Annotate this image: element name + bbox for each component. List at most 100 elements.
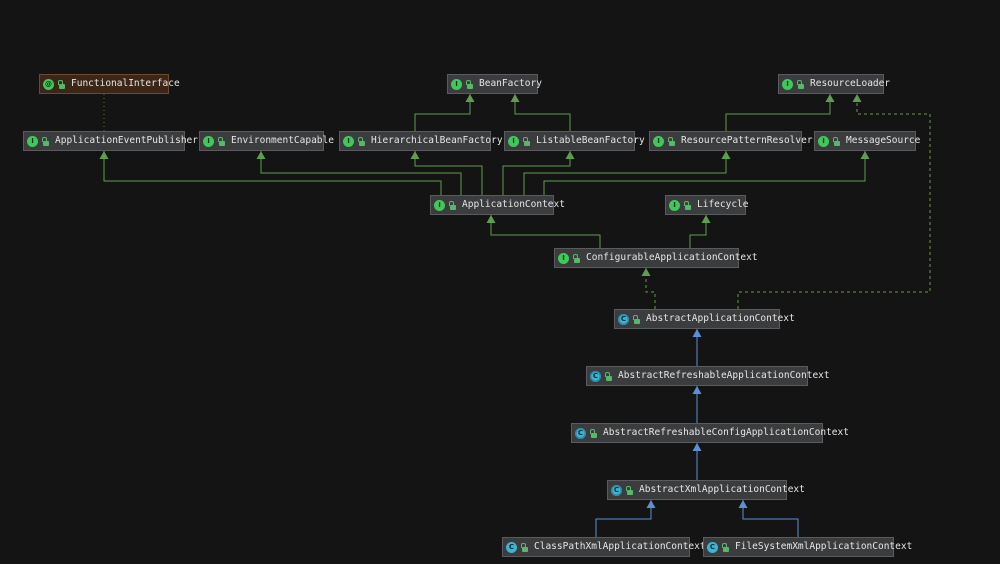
edge-hierarchical-bean-factory-to-bean-factory	[414, 94, 475, 131]
edge-line	[490, 215, 601, 248]
edge-resource-pattern-resolver-to-resource-loader	[725, 94, 835, 131]
node-resource-pattern-resolver[interactable]: I ResourcePatternResolver	[649, 131, 813, 151]
edge-arrowhead	[465, 94, 475, 102]
edge-arrowhead	[565, 151, 575, 159]
edge-abstract-refreshable-application-context-to-abstract-application-context	[692, 329, 702, 366]
public-lock-icon	[572, 253, 580, 263]
edge-arrowhead	[692, 443, 702, 451]
edge-arrowhead	[256, 151, 266, 159]
interface-kind-icon: I	[558, 252, 569, 264]
public-lock-icon	[721, 542, 729, 552]
edge-arrowhead	[852, 94, 862, 102]
edge-line	[260, 151, 462, 195]
node-label: Lifecycle	[697, 199, 749, 210]
public-lock-icon	[57, 79, 65, 89]
edge-abstract-application-context-to-resource-loader	[737, 94, 931, 309]
interface-kind-icon: I	[451, 78, 462, 90]
public-lock-icon	[522, 136, 530, 146]
node-listable-bean-factory[interactable]: I ListableBeanFactory	[504, 131, 645, 151]
edge-arrowhead	[486, 215, 496, 223]
edge-configurable-application-context-to-application-context	[486, 215, 601, 248]
class-kind-icon: C	[506, 541, 517, 553]
edge-line	[725, 94, 831, 131]
public-lock-icon	[625, 485, 633, 495]
edge-arrowhead	[99, 151, 109, 159]
edge-arrowhead	[510, 94, 520, 102]
node-label: AbstractXmlApplicationContext	[639, 484, 805, 495]
node-label: ClassPathXmlApplicationContext	[534, 541, 706, 552]
public-lock-icon	[217, 136, 225, 146]
class-kind-icon: C	[707, 541, 718, 553]
node-environment-capable[interactable]: I EnvironmentCapable	[199, 131, 334, 151]
abstract-kind-icon: C	[590, 370, 601, 382]
edge-arrowhead	[701, 215, 711, 223]
edge-line	[523, 151, 727, 195]
edge-configurable-application-context-to-lifecycle	[689, 215, 711, 248]
interface-kind-icon: I	[653, 135, 664, 147]
node-label: FileSystemXmlApplicationContext	[735, 541, 913, 552]
node-label: ApplicationContext	[462, 199, 565, 210]
node-label: AbstractApplicationContext	[646, 313, 795, 324]
edge-listable-bean-factory-to-bean-factory	[510, 94, 571, 131]
edge-abstract-xml-application-context-to-abstract-refreshable-config-application-context	[692, 443, 702, 480]
edge-arrowhead	[860, 151, 870, 159]
edge-line	[514, 94, 571, 131]
edge-arrowhead	[641, 268, 651, 276]
edge-line	[103, 151, 442, 195]
node-class-path-xml-application-context[interactable]: C ClassPathXmlApplicationContext	[502, 537, 706, 557]
node-label: EnvironmentCapable	[231, 135, 334, 146]
edge-arrowhead	[692, 329, 702, 337]
interface-kind-icon: I	[434, 199, 445, 211]
edge-application-context-to-listable-bean-factory	[502, 151, 575, 195]
node-label: FunctionalInterface	[71, 78, 180, 89]
edge-abstract-refreshable-config-application-context-to-abstract-refreshable-application-context	[692, 386, 702, 423]
edge-arrowhead	[692, 386, 702, 394]
node-bean-factory[interactable]: I BeanFactory	[447, 74, 542, 94]
node-label: ResourcePatternResolver	[681, 135, 813, 146]
abstract-kind-icon: C	[611, 484, 622, 496]
node-abstract-xml-application-context[interactable]: C AbstractXmlApplicationContext	[607, 480, 805, 500]
public-lock-icon	[41, 136, 49, 146]
interface-kind-icon: I	[508, 135, 519, 147]
edge-abstract-application-context-to-configurable-application-context	[641, 268, 656, 309]
public-lock-icon	[465, 79, 473, 89]
public-lock-icon	[632, 314, 640, 324]
node-label: AbstractRefreshableApplicationContext	[618, 370, 830, 381]
node-file-system-xml-application-context[interactable]: C FileSystemXmlApplicationContext	[703, 537, 912, 557]
edge-arrowhead	[721, 151, 731, 159]
edge-application-context-to-hierarchical-bean-factory	[410, 151, 483, 195]
node-label: ListableBeanFactory	[536, 135, 645, 146]
edge-line	[689, 215, 707, 248]
public-lock-icon	[683, 200, 691, 210]
edge-line	[414, 94, 471, 131]
interface-kind-icon: I	[203, 135, 214, 147]
public-lock-icon	[796, 79, 804, 89]
public-lock-icon	[448, 200, 456, 210]
edge-line	[595, 500, 652, 537]
edge-line	[543, 151, 866, 195]
interface-kind-icon: I	[782, 78, 793, 90]
edge-application-context-to-resource-pattern-resolver	[523, 151, 731, 195]
edge-application-context-to-message-source	[543, 151, 870, 195]
edge-arrowhead	[738, 500, 748, 508]
node-label: ApplicationEventPublisher	[55, 135, 198, 146]
edge-application-context-to-environment-capable	[256, 151, 462, 195]
node-functional-interface[interactable]: @FunctionalInterface	[39, 74, 180, 94]
node-label: MessageSource	[846, 135, 921, 146]
node-application-context[interactable]: I ApplicationContext	[430, 195, 565, 215]
edge-line	[737, 94, 931, 309]
node-abstract-refreshable-application-context[interactable]: C AbstractRefreshableApplicationContext	[586, 366, 830, 386]
public-lock-icon	[520, 542, 528, 552]
edge-arrowhead	[410, 151, 420, 159]
node-label: BeanFactory	[479, 78, 542, 89]
